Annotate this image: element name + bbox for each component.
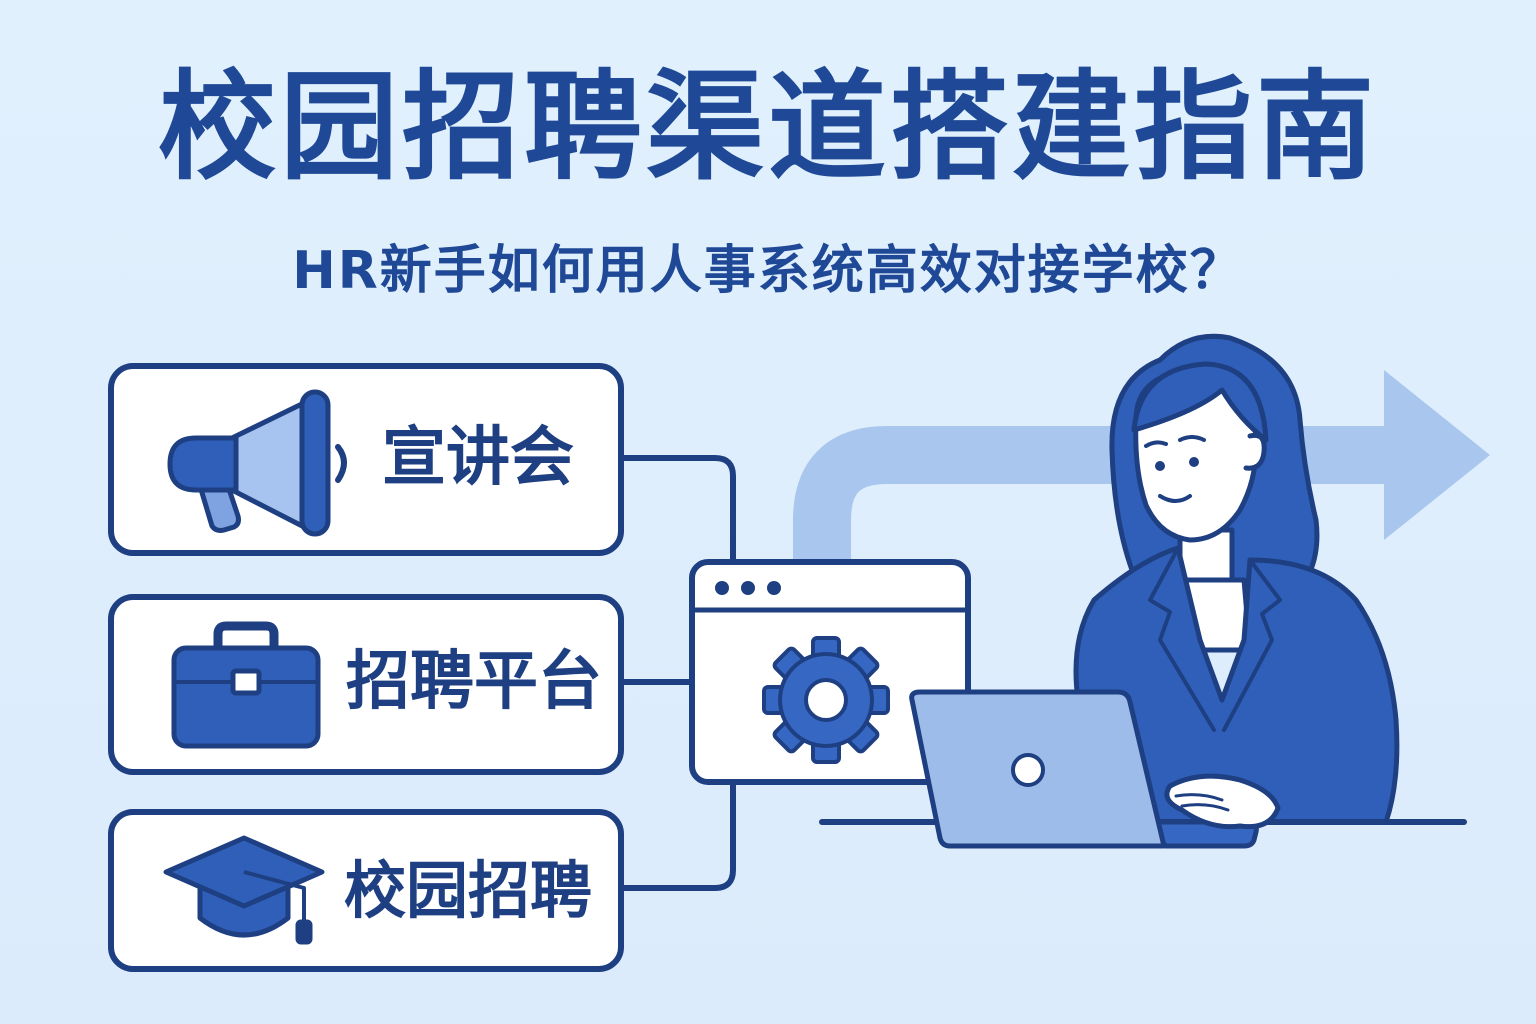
- page-subtitle: HR新手如何用人事系统高效对接学校？: [292, 241, 1244, 301]
- channel-label-3: 校园招聘: [344, 854, 593, 927]
- megaphone-icon: [167, 389, 347, 537]
- graduation-cap-icon: [163, 835, 325, 945]
- window-dot-3: [767, 581, 781, 595]
- briefcase-icon: [171, 621, 321, 749]
- flow-arrow-icon: [793, 370, 1490, 560]
- hr-woman-with-laptop-icon: [819, 333, 1467, 849]
- connector-line-1: [620, 455, 736, 562]
- connector-line-3: [620, 780, 736, 891]
- window-dot-1: [715, 581, 729, 595]
- channel-label-2: 招聘平台: [346, 645, 602, 719]
- gear-icon: [762, 636, 890, 764]
- connector-lines: [620, 455, 736, 891]
- channel-card-1: [108, 363, 624, 556]
- page-title: 校园招聘渠道搭建指南: [157, 58, 1378, 196]
- window-dot-2: [741, 581, 755, 595]
- channel-label-1: 宣讲会: [382, 421, 574, 495]
